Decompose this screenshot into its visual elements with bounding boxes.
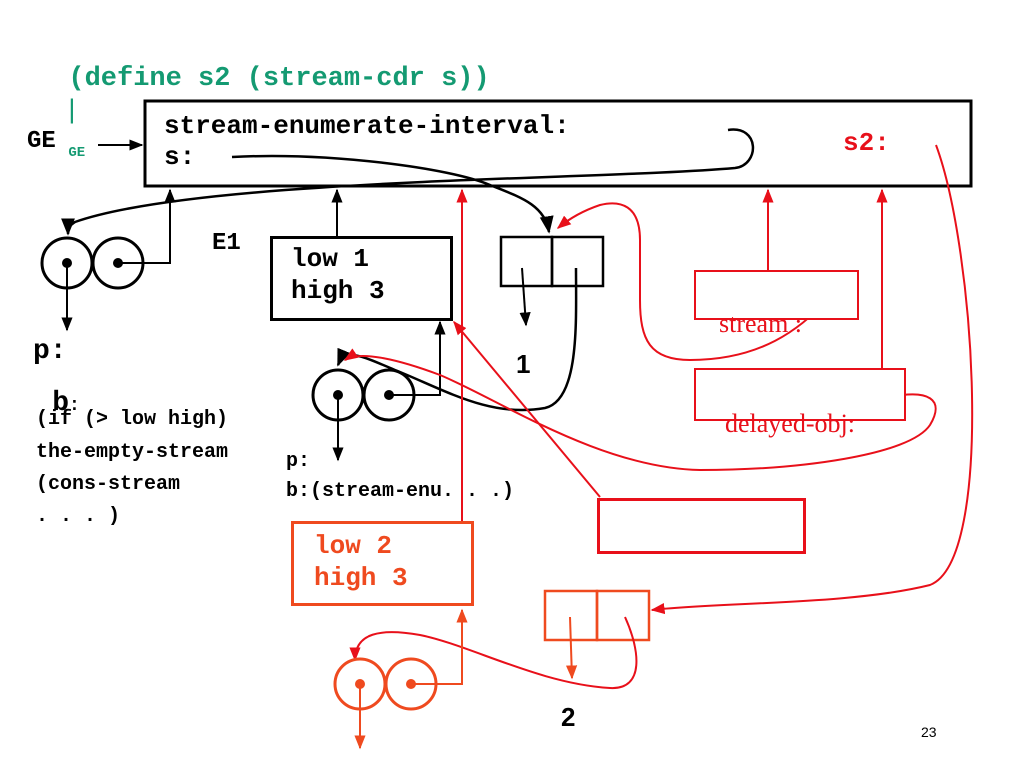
promise-stream-box: stream : (694, 270, 859, 338)
proc-global-b-label: b (52, 388, 70, 419)
pair-2-cdr-box (595, 589, 651, 642)
slide-title: (define s2 (stream-cdr s)) | GE (36, 34, 490, 161)
pair-1-cdr-box (550, 235, 605, 288)
proc-global-body-3: (cons-stream (36, 473, 181, 496)
promise-frame-parent-arrow (453, 320, 601, 498)
title-bar: | (68, 94, 76, 124)
proc-e1-env-arrow (389, 320, 446, 396)
proc-e2-env-arrow (411, 608, 468, 685)
proc-global-p-label: p: (33, 336, 67, 367)
promise-delayed-box: delayed-obj: (694, 368, 906, 438)
s2-binding-arrow (650, 144, 974, 615)
env-e2-frame: low 2 high 3 (291, 521, 474, 606)
proc-e1-b-label: b:(stream-enu. . .) (286, 480, 515, 503)
proc-global-b-colon: : (69, 396, 80, 416)
ge-binding-s: s: (164, 142, 196, 172)
pair-1-cdr-arrow (336, 267, 578, 412)
proc-global-body-2: the-empty-stream (36, 441, 229, 464)
promise-delayed-label: delayed-obj: (725, 409, 855, 438)
pair-1-car-value: 1 (516, 349, 531, 379)
pair-2-car-value: 2 (561, 702, 576, 732)
pair-2-cdr-arrow (349, 616, 638, 690)
s-binding-arrow (231, 154, 554, 234)
slide-number: 23 (921, 724, 937, 740)
promise-stream-label: stream : (719, 309, 803, 338)
ge-binding-s2: s2: (843, 128, 890, 158)
title-expression: (define s2 (stream-cdr s)) (68, 64, 490, 94)
proc-global-b-line: b: (33, 370, 80, 419)
delayed-obj-arrow (343, 348, 937, 472)
e1-label: E1 (212, 230, 241, 257)
promise-eval-frame (597, 498, 806, 554)
env-e1-frame: low 1 high 3 (270, 236, 453, 321)
ge-binding-sei: stream-enumerate-interval: (164, 111, 570, 141)
pair-1-car-box (499, 235, 554, 288)
ge-label: GE (27, 128, 56, 155)
title-subscript: GE (68, 145, 86, 161)
proc-global-env-arrow (118, 188, 176, 264)
proc-global-body-4: . . . ) (36, 505, 121, 528)
global-env-frame (143, 99, 973, 188)
e1-low-binding: low 1 (291, 244, 370, 274)
stream-binding-arrow (556, 202, 831, 362)
sei-binding-arrow (61, 128, 755, 236)
e2-low-binding: low 2 (314, 531, 393, 561)
proc-global-body-1: (if (> low high) (36, 408, 229, 431)
pair-2-car-arrow (565, 616, 578, 680)
e2-high-binding: high 3 (314, 563, 408, 593)
pair-1-car-arrow (519, 267, 531, 327)
e1-high-binding: high 3 (291, 276, 385, 306)
proc-e1-p-label: p: (286, 450, 311, 473)
